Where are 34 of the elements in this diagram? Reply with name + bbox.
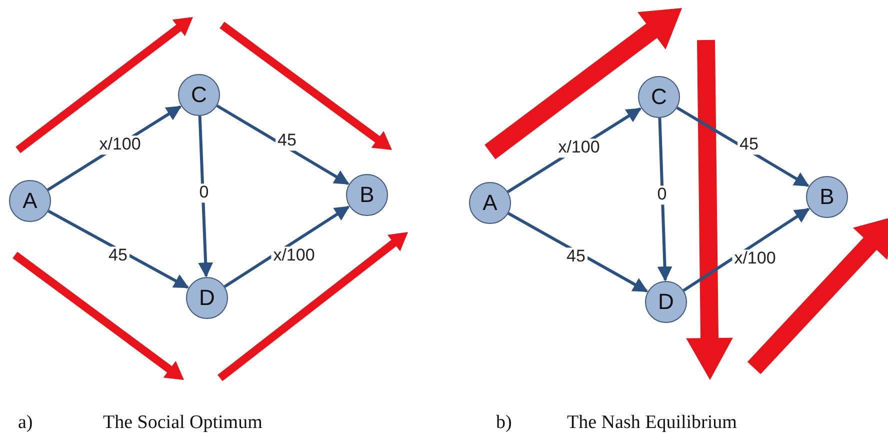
panel-letter: a) <box>18 412 33 434</box>
node-label: B <box>360 182 374 208</box>
node-circle <box>346 174 388 216</box>
arrow <box>657 118 672 282</box>
node-circle <box>178 74 220 116</box>
node-circle <box>9 180 51 222</box>
node-label: B <box>820 184 834 210</box>
edge-label: 45 <box>738 136 760 154</box>
panel-caption: The Nash Equilibrium <box>567 412 737 434</box>
edge-label: x/100 <box>556 138 602 158</box>
node-label: D <box>199 285 215 311</box>
node-label: A <box>22 188 38 214</box>
node-circle <box>645 281 687 323</box>
edge-label: x/100 <box>97 136 143 154</box>
node-circle <box>806 176 848 218</box>
arrow <box>508 212 648 293</box>
node-circle <box>186 277 228 319</box>
edge-label: 45 <box>276 132 298 150</box>
node-circle <box>638 76 680 118</box>
panel-letter: b) <box>496 412 512 434</box>
edge-label: 0 <box>197 184 211 202</box>
arrow <box>198 116 214 278</box>
arrow <box>224 206 350 288</box>
arrow <box>676 106 810 188</box>
arrow <box>682 208 810 292</box>
arrow <box>216 104 350 186</box>
panel-caption: The Social Optimum <box>103 412 262 434</box>
node-label: A <box>482 190 498 216</box>
node-circle <box>469 182 511 224</box>
arrow <box>48 210 190 289</box>
edge-label: 0 <box>655 186 669 204</box>
node-label: D <box>658 289 674 315</box>
node-label: C <box>191 82 207 108</box>
node-label: C <box>651 84 667 110</box>
